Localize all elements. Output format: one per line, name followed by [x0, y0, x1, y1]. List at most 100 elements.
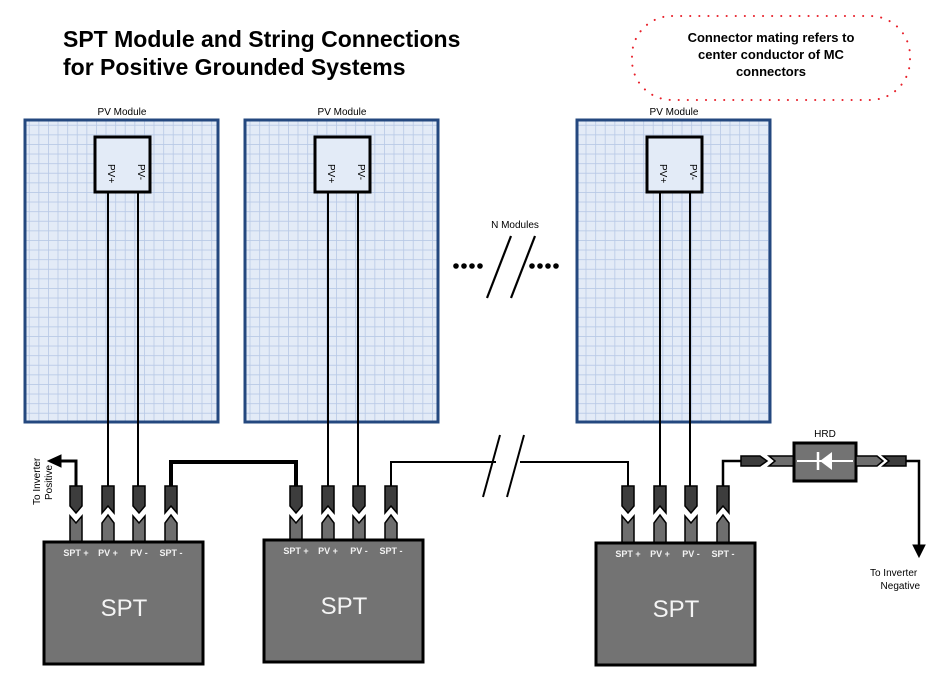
- connector-pair: [101, 485, 115, 543]
- mc-connector-male: [321, 485, 335, 516]
- mc-connector-male: [132, 485, 146, 515]
- spt-unit: SPT +PV +PV -SPT -SPT: [262, 485, 425, 664]
- break-slash-left: [482, 434, 501, 498]
- mc-connector-female: [69, 513, 83, 543]
- spt-terminal-label: PV -: [130, 548, 148, 558]
- ellipsis-dot: [553, 263, 559, 269]
- hrd-label: HRD: [814, 429, 836, 440]
- n-modules-label: N Modules: [491, 220, 539, 231]
- mc-connector-female: [132, 513, 146, 543]
- mc-connector-male: [164, 485, 178, 516]
- n-modules-indicator: N Modules: [453, 220, 559, 299]
- mc-connector-female: [352, 513, 366, 541]
- connector-pair: [321, 485, 335, 541]
- spt-terminal-label: SPT -: [379, 546, 402, 556]
- spt-terminal-label: SPT +: [615, 549, 640, 559]
- junction-box: [93, 135, 152, 194]
- to-inverter-negative-line-2: Negative: [881, 581, 921, 592]
- mc-connector-male: [740, 455, 769, 467]
- connector-pair: [384, 485, 398, 541]
- inverter-positive-wire: [60, 459, 78, 486]
- inverter-negative-wire: [905, 459, 921, 548]
- hrd-diode-unit: HRD: [740, 429, 907, 483]
- arrow-down-icon: [912, 544, 926, 559]
- mc-connector-female: [164, 513, 178, 543]
- connector-pair: [164, 485, 178, 543]
- string-link-wire: [390, 461, 496, 486]
- diode-icon: [820, 452, 832, 470]
- spt-terminal-label: SPT -: [159, 548, 182, 558]
- connector-pair: [69, 485, 83, 543]
- spt-terminal-label: SPT -: [711, 549, 734, 559]
- ellipsis-dot: [461, 263, 467, 269]
- mc-connector-male: [621, 485, 635, 515]
- to-inverter-positive-label: To Inverter Positive: [32, 455, 55, 505]
- mc-connector-male: [101, 485, 115, 516]
- connector-pair: [653, 485, 667, 544]
- connector-pair: [289, 485, 303, 541]
- mc-connector-female: [621, 513, 635, 544]
- mc-connector-female: [384, 513, 398, 541]
- ellipsis-dot: [537, 263, 543, 269]
- junction-box: [645, 135, 704, 194]
- mc-connector-male: [653, 485, 667, 516]
- hrd-input-wire: [721, 459, 742, 486]
- arrow-left-icon: [46, 454, 62, 468]
- spt-unit: SPT + PV + PV - SPT - SPT: [42, 485, 205, 666]
- title-line-1: SPT Module and String Connections: [63, 26, 461, 52]
- junction-box: [313, 135, 372, 194]
- spt-box: [42, 540, 205, 666]
- ellipsis-dot: [453, 263, 459, 269]
- mc-connector-male: [289, 485, 303, 515]
- note-line-3: connectors: [736, 64, 806, 79]
- junction-box-pv-plus-label: PV+: [105, 164, 116, 183]
- spt-terminal-label: SPT +: [283, 546, 308, 556]
- string-link-wire: [520, 461, 629, 486]
- spt-terminal-label: SPT +: [63, 548, 88, 558]
- mc-connector-female: [766, 455, 795, 467]
- break-slash-right: [509, 235, 537, 299]
- connector-pair: [621, 485, 635, 544]
- mc-connector-male: [384, 485, 398, 516]
- mc-connector-male: [716, 485, 730, 516]
- to-inverter-positive-line-1: To Inverter: [32, 457, 43, 505]
- spt-terminal-label: PV +: [98, 548, 118, 558]
- spt-label: SPT: [101, 595, 148, 622]
- junction-box-pv-plus-label: PV+: [325, 164, 336, 183]
- mc-connector-female: [289, 513, 303, 541]
- mc-connector-female: [321, 513, 335, 541]
- spt-terminal-label: PV -: [682, 549, 700, 559]
- ellipsis-dot: [545, 263, 551, 269]
- pv-module-label: PV Module: [98, 107, 147, 118]
- note-line-1: Connector mating refers to: [688, 30, 855, 45]
- mc-connector-female: [716, 513, 730, 544]
- ellipsis-dot: [477, 263, 483, 269]
- to-inverter-negative-line-1: To Inverter: [870, 568, 918, 579]
- connector-pair: [684, 485, 698, 544]
- junction-box-pv-minus-label: PV-: [687, 164, 698, 180]
- connector-pair: [352, 485, 366, 541]
- diagram-title: SPT Module and String Connections for Po…: [63, 25, 460, 81]
- note-line-2: center conductor of MC: [698, 47, 845, 62]
- junction-box-pv-minus-label: PV-: [355, 164, 366, 180]
- mc-connector-female: [653, 513, 667, 544]
- break-slash-left: [485, 235, 513, 299]
- spt-unit: SPT + PV + PV - SPT - SPT: [594, 485, 757, 667]
- spt-label: SPT: [653, 596, 700, 623]
- mc-connector-female: [684, 513, 698, 544]
- to-inverter-positive-line-2: Positive: [44, 465, 55, 500]
- pv-module-label: PV Module: [650, 107, 699, 118]
- spt-label: SPT: [321, 593, 368, 620]
- pv-module-label: PV Module: [318, 107, 367, 118]
- break-slash-right: [506, 434, 525, 498]
- string-link-wire: [169, 460, 298, 486]
- mc-connector-male: [69, 485, 83, 515]
- junction-box-pv-plus-label: PV+: [657, 164, 668, 183]
- spt-box: [262, 538, 425, 664]
- spt-terminal-label: PV +: [650, 549, 670, 559]
- connector-pair: [716, 485, 730, 544]
- ellipsis-dot: [469, 263, 475, 269]
